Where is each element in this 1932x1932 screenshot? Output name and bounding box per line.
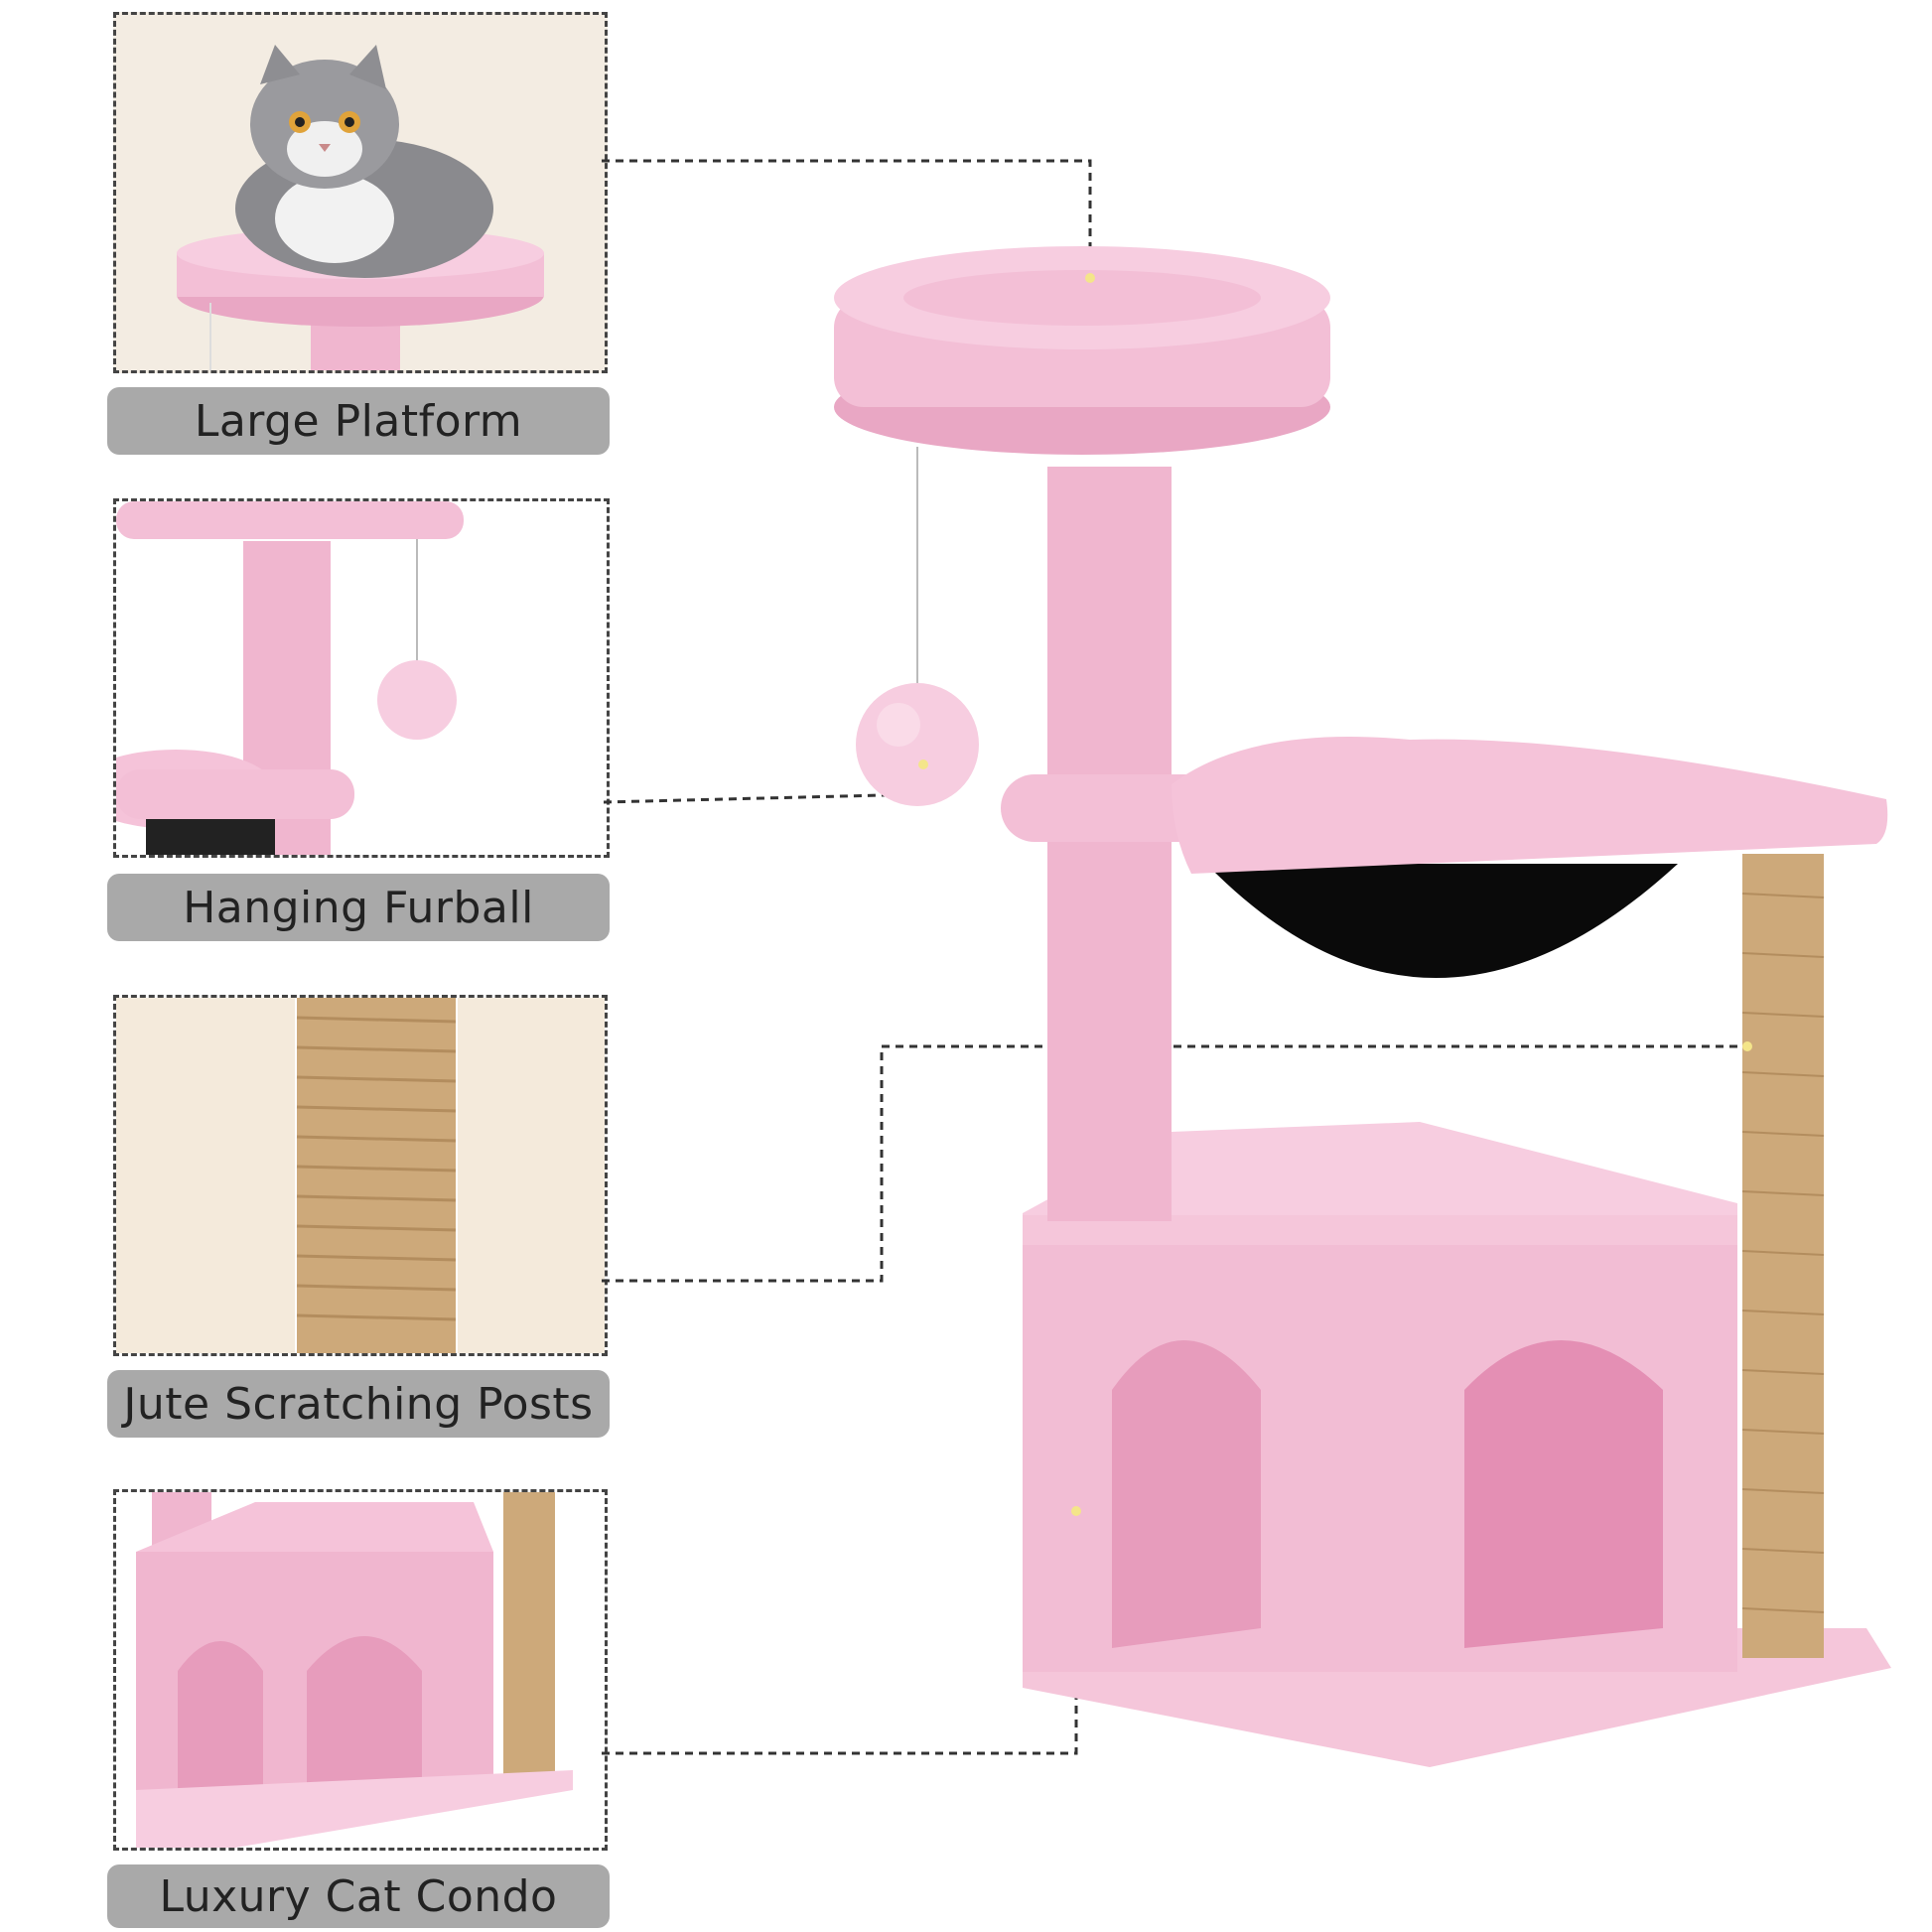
connector-dot-furball [918, 759, 928, 769]
connector-platform [602, 159, 1092, 268]
jute-post-illustration [116, 998, 605, 1353]
jute-photo-panel [113, 995, 608, 1356]
hanging-furball-label: Hanging Furball [107, 874, 610, 941]
large-platform-label: Large Platform [107, 387, 610, 455]
hammock-rim [1172, 737, 1888, 874]
platform-photo-panel [113, 12, 608, 373]
condo-illustration [116, 1492, 605, 1848]
condo-left-opening [1112, 1340, 1261, 1648]
furball-ball [856, 683, 979, 806]
jute-scratching-posts-label: Jute Scratching Posts [107, 1370, 610, 1438]
condo-top [1023, 1122, 1737, 1241]
luxury-cat-condo-label: Luxury Cat Condo [107, 1864, 610, 1928]
connector-condo [602, 1511, 1078, 1755]
cat-on-platform-illustration [116, 15, 605, 370]
jute-post [1742, 854, 1824, 1658]
connector-jute [602, 1044, 1745, 1283]
main-post [1047, 467, 1172, 1221]
furball-illustration [116, 501, 607, 855]
condo-photo-panel [113, 1489, 608, 1851]
connector-dot-jute [1742, 1041, 1752, 1051]
connector-dot-condo [1071, 1506, 1081, 1516]
connector-dot-platform [1085, 273, 1095, 283]
condo-right-opening [1464, 1340, 1663, 1648]
furball-photo-panel [113, 498, 610, 858]
connector-furball [603, 792, 922, 804]
hammock-basket [1206, 864, 1678, 978]
